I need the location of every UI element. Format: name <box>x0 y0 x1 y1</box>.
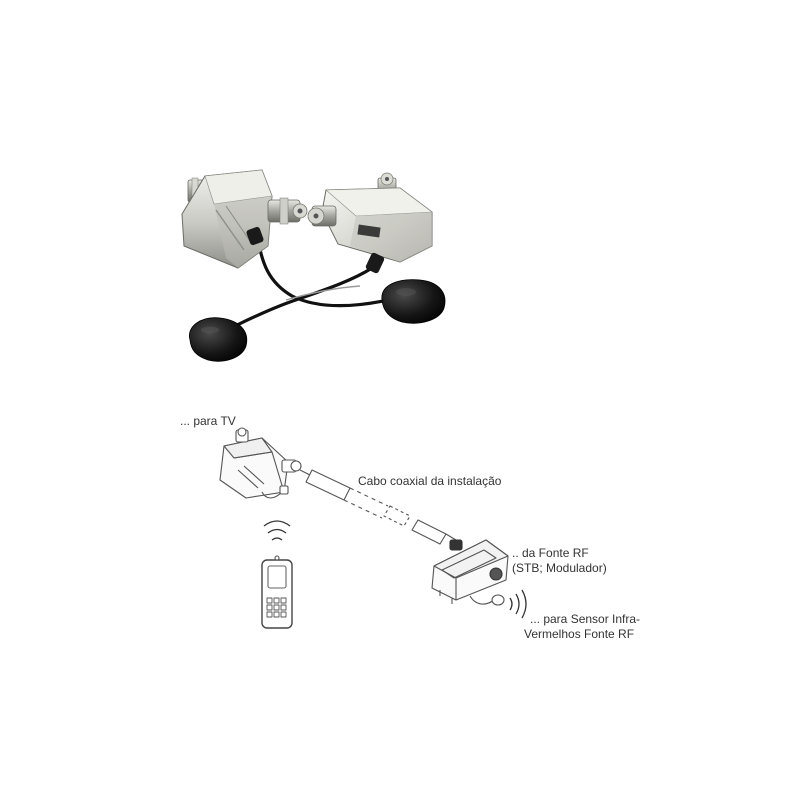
product-photo <box>181 169 446 362</box>
label-rf-source-line1: .. da Fonte RF <box>512 546 589 560</box>
ir-waves-remote <box>263 520 291 541</box>
label-ir-sensor-line2: Vermelhos Fonte RF <box>524 627 635 641</box>
label-coax-cable: Cabo coaxial da instalação <box>358 474 502 488</box>
ir-receiver-eye <box>189 317 248 362</box>
remote-control-icon <box>261 555 293 629</box>
label-para-tv: ... para TV <box>180 414 236 428</box>
modulator-device <box>307 172 433 274</box>
cable-gray-strand <box>285 285 361 301</box>
tv-splitter-drawing <box>219 427 302 499</box>
cable-modulator-to-receiver <box>221 266 373 334</box>
splitter-device <box>181 169 308 269</box>
label-rf-source-line2: (STB; Modulador) <box>512 561 607 575</box>
cable-splitter-to-emitter <box>256 239 389 308</box>
ir-waves-source <box>509 589 527 619</box>
coax-cable-drawing <box>299 469 457 545</box>
installation-diagram <box>219 427 527 629</box>
label-ir-sensor-line1: ... para Sensor Infra- <box>530 612 641 626</box>
rf-source-drawing <box>431 539 509 606</box>
ir-emitter-eye <box>381 279 446 324</box>
